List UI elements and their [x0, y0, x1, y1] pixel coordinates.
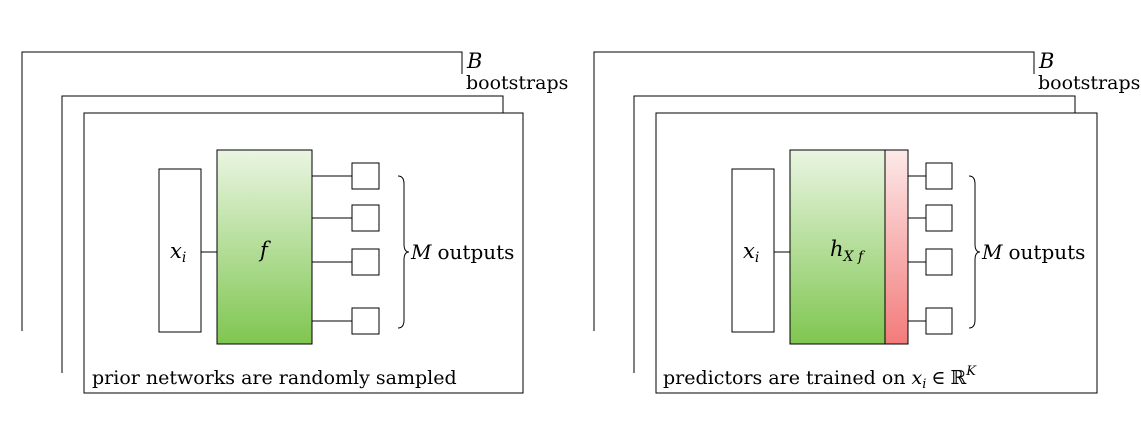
right-output-box [925, 204, 953, 232]
left-input-box [158, 168, 202, 333]
left-bootstraps-var: B [466, 49, 482, 73]
left-network-label: f [258, 238, 271, 262]
right-output-box [925, 248, 953, 276]
left-input-label: xi [170, 239, 186, 266]
left-bootstraps-label: bootstraps [466, 72, 568, 94]
left-output-box [351, 248, 380, 276]
left-output-box [351, 204, 380, 232]
left-network-box [216, 149, 313, 345]
left-caption: prior networks are randomly sampled [92, 367, 457, 389]
left-middle-frame [61, 95, 504, 373]
right-output-box [925, 307, 953, 335]
right-back-frame [593, 51, 1035, 331]
left-output-box [351, 307, 380, 335]
right-middle-frame [633, 95, 1076, 373]
right-caption: predictors are trained on xi∈ℝK [663, 364, 977, 392]
right-output-box [925, 162, 953, 190]
right-panel [593, 51, 1098, 394]
right-bootstraps-var: B [1038, 49, 1054, 73]
left-outputs-brace [397, 175, 410, 329]
right-network-label: hX f [830, 237, 866, 265]
left-back-frame [21, 51, 463, 331]
right-bootstraps-label: bootstraps [1038, 72, 1140, 94]
right-input-box [731, 168, 775, 333]
right-input-label: xi [743, 239, 759, 266]
left-panel [21, 51, 524, 394]
left-output-box [351, 162, 380, 190]
right-outputs-brace [968, 175, 981, 329]
right-network-head [884, 149, 909, 345]
right-network-box [789, 149, 886, 345]
